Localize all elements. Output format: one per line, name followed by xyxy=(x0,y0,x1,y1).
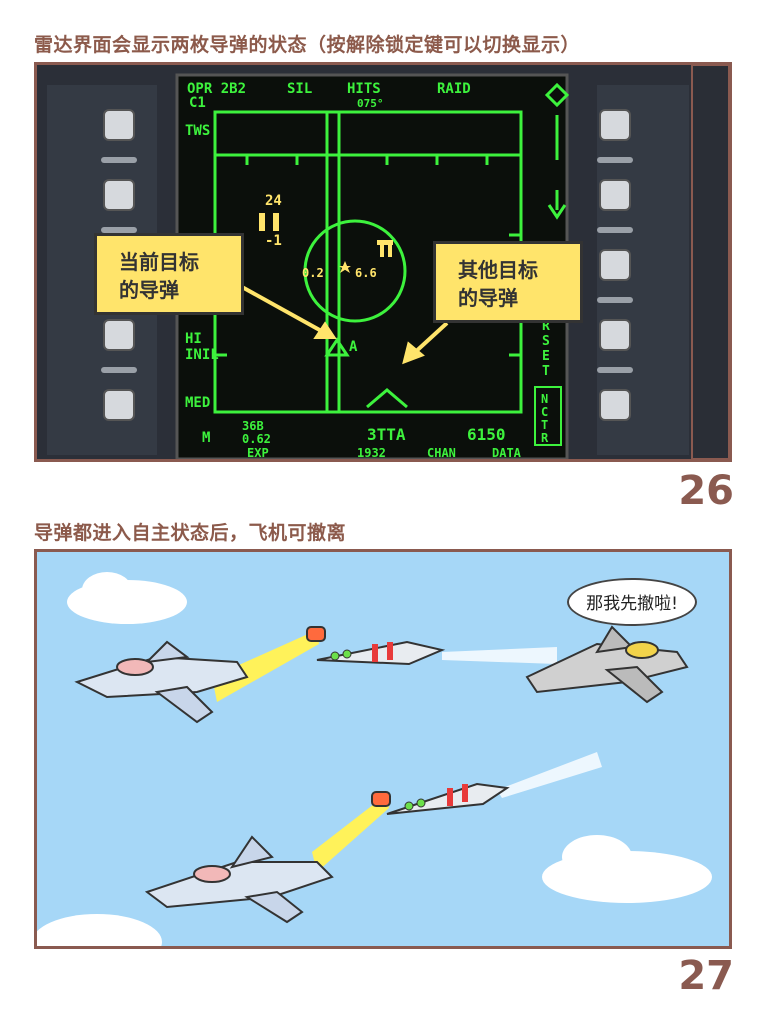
svg-text:0.2: 0.2 xyxy=(302,266,324,280)
speech-bubble: 那我先撤啦! xyxy=(567,578,697,626)
callout-other-line2: 的导弹 xyxy=(458,286,518,310)
svg-text:3TTA: 3TTA xyxy=(367,425,406,444)
svg-text:RAID: RAID xyxy=(437,81,471,97)
svg-text:R: R xyxy=(542,319,550,334)
svg-text:24: 24 xyxy=(265,193,282,209)
svg-text:INIL: INIL xyxy=(185,347,219,363)
svg-text:0.62: 0.62 xyxy=(242,432,271,446)
svg-text:6150: 6150 xyxy=(467,425,506,444)
svg-text:EXP: EXP xyxy=(247,446,269,459)
callout-current-target-missile: 当前目标 的导弹 xyxy=(94,233,244,315)
sky-panel: 那我先撤啦! xyxy=(34,549,732,949)
svg-text:M: M xyxy=(202,430,210,446)
svg-text:1932: 1932 xyxy=(357,446,386,459)
page-number-27: 27 xyxy=(678,953,734,999)
svg-text:6.6: 6.6 xyxy=(355,266,377,280)
callout-other-target-missile: 其他目标 的导弹 xyxy=(433,241,583,323)
svg-text:A: A xyxy=(349,339,358,355)
svg-text:HITS: HITS xyxy=(347,81,381,97)
svg-text:OPR 2B2: OPR 2B2 xyxy=(187,81,246,97)
svg-text:36B: 36B xyxy=(242,419,264,433)
page-number-26: 26 xyxy=(678,468,734,514)
svg-text:HI: HI xyxy=(185,331,202,347)
svg-text:N: N xyxy=(541,392,548,406)
radar-panel: 24 -1 0.2 6.6 OPR 2B2 SIL HITS RAID 075°… xyxy=(34,62,732,462)
radar-illustration: 24 -1 0.2 6.6 OPR 2B2 SIL HITS RAID 075°… xyxy=(37,65,729,459)
svg-text:MED: MED xyxy=(185,395,210,411)
jet-top xyxy=(74,626,326,724)
callout-current-line2: 的导弹 xyxy=(119,278,179,302)
svg-text:S: S xyxy=(542,334,550,349)
svg-text:E: E xyxy=(542,349,550,364)
svg-text:TWS: TWS xyxy=(185,123,210,139)
panel1-caption: 雷达界面会显示两枚导弹的状态（按解除锁定键可以切换显示） xyxy=(34,34,581,56)
svg-text:R: R xyxy=(541,431,549,445)
svg-text:T: T xyxy=(542,364,550,379)
svg-text:CHAN: CHAN xyxy=(427,446,456,459)
svg-text:C: C xyxy=(541,405,548,419)
svg-text:075°: 075° xyxy=(357,97,384,110)
svg-text:C1: C1 xyxy=(189,95,206,111)
callout-current-line1: 当前目标 xyxy=(119,250,199,274)
panel2-caption: 导弹都进入自主状态后，飞机可撤离 xyxy=(34,522,347,544)
svg-text:SIL: SIL xyxy=(287,81,312,97)
svg-text:T: T xyxy=(541,418,548,432)
svg-text:DATA: DATA xyxy=(492,446,522,459)
callout-other-line1: 其他目标 xyxy=(458,258,538,282)
svg-text:-1: -1 xyxy=(265,233,282,249)
